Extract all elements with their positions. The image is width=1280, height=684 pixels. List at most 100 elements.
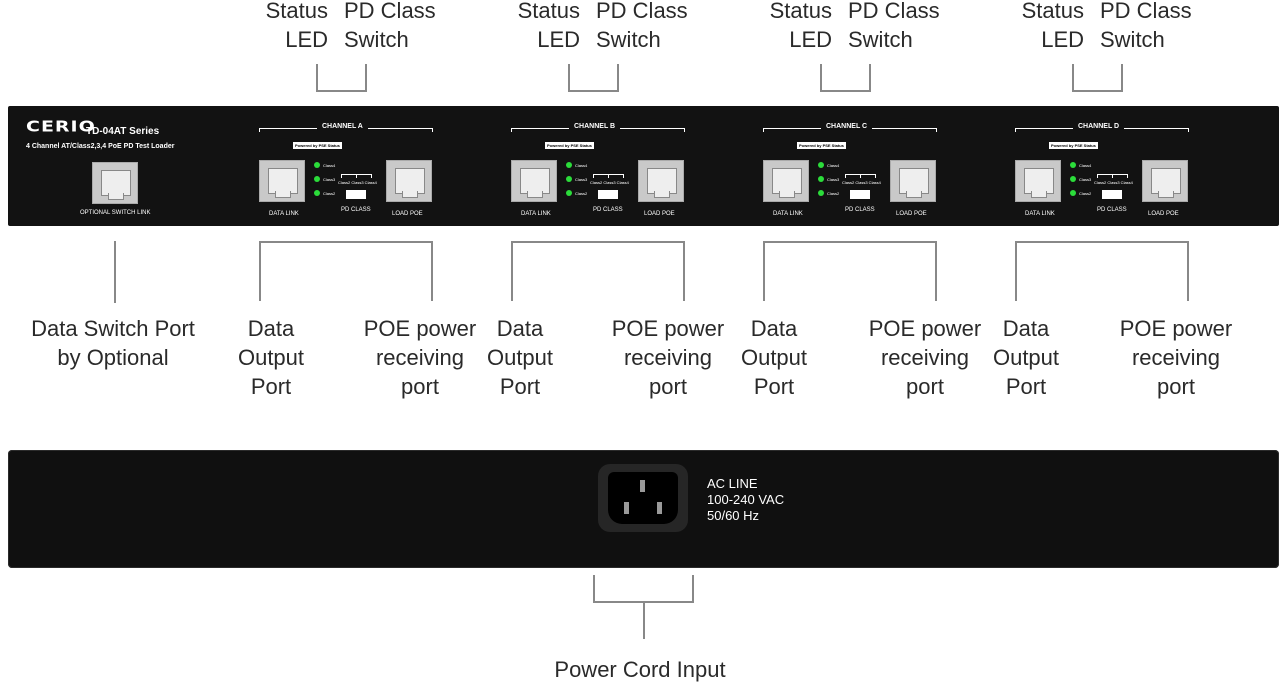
switch-bracket-tick-left xyxy=(593,174,594,178)
data-output-port-callout-line: Data xyxy=(750,316,798,341)
pd-class-label: PD CLASS xyxy=(593,207,623,213)
pd-class-switch-callout-line: Switch xyxy=(848,27,913,52)
pd-class-switch-callout-line: PD Class xyxy=(344,0,436,23)
load-poe-port[interactable] xyxy=(638,160,684,202)
top-bracket-left xyxy=(1072,64,1074,92)
pd-class-switch-callout-line: PD Class xyxy=(1100,0,1192,23)
status-led-callout-line: Status xyxy=(769,0,832,23)
data-link-label: DATA LINK xyxy=(521,211,551,217)
status-led-class2 xyxy=(818,190,824,196)
data-output-port-callout-line: Output xyxy=(992,345,1060,370)
optional-switch-link-port-notch xyxy=(108,193,124,200)
status-led-class4 xyxy=(314,162,320,168)
data-link-port[interactable] xyxy=(763,160,809,202)
top-bracket-bottom xyxy=(1072,90,1123,92)
data-link-port-notch xyxy=(1031,191,1047,198)
optional-switch-link-port[interactable] xyxy=(92,162,138,204)
status-led-label: Class2 xyxy=(323,191,336,196)
top-bracket-bottom xyxy=(820,90,871,92)
brand-logo: CERIO xyxy=(26,118,96,136)
bottom-bracket-left xyxy=(259,241,261,301)
pd-class-switch[interactable] xyxy=(850,190,870,199)
data-output-port-callout-line: Data xyxy=(496,316,544,341)
data-output-port-callout-line: Output xyxy=(486,345,554,370)
socket-live-pin xyxy=(624,502,629,514)
data-output-port-callout-line: Port xyxy=(250,374,292,399)
bottom-bracket-left xyxy=(511,241,513,301)
switch-bracket-tick-left xyxy=(341,174,342,178)
load-poe-port[interactable] xyxy=(1142,160,1188,202)
bottom-bracket-right xyxy=(935,241,937,301)
status-led-label: Class4 xyxy=(1079,163,1092,168)
data-switch-port-callout-line: Data Switch Port xyxy=(31,316,195,341)
channel-bracket-right-tick xyxy=(432,128,433,132)
status-led-label: Class3 xyxy=(323,177,336,182)
data-link-port-notch xyxy=(275,191,291,198)
top-bracket-left xyxy=(820,64,822,92)
status-led-callout-line: LED xyxy=(789,27,832,52)
switch-class-labels: Class2 Class3 Class4 xyxy=(338,180,377,185)
poe-receiving-port-callout-line: POE power xyxy=(1119,316,1233,341)
pd-class-switch-callout-line: Switch xyxy=(1100,27,1165,52)
load-poe-port-notch xyxy=(906,191,922,198)
status-led-callout-line: LED xyxy=(537,27,580,52)
model-name: TD-04AT Series xyxy=(86,126,160,137)
pd-class-label: PD CLASS xyxy=(1097,207,1127,213)
pd-class-switch-callout-line: Switch xyxy=(344,27,409,52)
channel-name: CHANNEL D xyxy=(1073,123,1125,130)
pd-class-switch-callout-line: PD Class xyxy=(848,0,940,23)
status-led-class2 xyxy=(314,190,320,196)
pd-class-switch[interactable] xyxy=(598,190,618,199)
status-led-label: Class3 xyxy=(827,177,840,182)
status-led-callout-line: LED xyxy=(1041,27,1084,52)
data-link-port[interactable] xyxy=(1015,160,1061,202)
optional-port-pointer xyxy=(114,241,116,303)
bottom-bracket-left xyxy=(1015,241,1017,301)
top-bracket-left xyxy=(316,64,318,92)
rear-panel: AC LINE 100-240 VAC 50/60 Hz xyxy=(8,450,1279,568)
status-led-label: Class4 xyxy=(323,163,336,168)
power-socket xyxy=(598,464,688,532)
switch-bracket-tick-right xyxy=(623,174,624,178)
optional-switch-link-label: OPTIONAL SWITCH LINK xyxy=(80,210,151,216)
status-led-label: Class2 xyxy=(827,191,840,196)
poe-receiving-port-callout-line: POE power xyxy=(363,316,477,341)
channel-name: CHANNEL A xyxy=(317,123,368,130)
switch-bracket-tick-mid xyxy=(356,174,357,178)
pse-status-label: Powered by PSE Status xyxy=(293,142,342,149)
data-link-port[interactable] xyxy=(259,160,305,202)
channel-bracket-right-tick xyxy=(684,128,685,132)
pd-class-switch[interactable] xyxy=(346,190,366,199)
pd-class-switch-callout-line: PD Class xyxy=(596,0,688,23)
bottom-bracket-right xyxy=(683,241,685,301)
status-led-label: Class4 xyxy=(827,163,840,168)
load-poe-port-notch xyxy=(1158,191,1174,198)
power-bracket-right xyxy=(692,575,694,603)
load-poe-label: LOAD POE xyxy=(392,211,423,217)
load-poe-port[interactable] xyxy=(386,160,432,202)
status-led-class3 xyxy=(314,176,320,182)
power-cord-input-label: Power Cord Input xyxy=(554,657,726,682)
pd-class-switch[interactable] xyxy=(1102,190,1122,199)
load-poe-label: LOAD POE xyxy=(896,211,927,217)
status-led-label: Class3 xyxy=(575,177,588,182)
data-link-label: DATA LINK xyxy=(773,211,803,217)
bottom-bracket-top xyxy=(1015,241,1189,243)
load-poe-port[interactable] xyxy=(890,160,936,202)
load-poe-port-notch xyxy=(654,191,670,198)
top-bracket-bottom xyxy=(568,90,619,92)
status-led-class3 xyxy=(818,176,824,182)
data-link-label: DATA LINK xyxy=(1025,211,1055,217)
data-link-port[interactable] xyxy=(511,160,557,202)
